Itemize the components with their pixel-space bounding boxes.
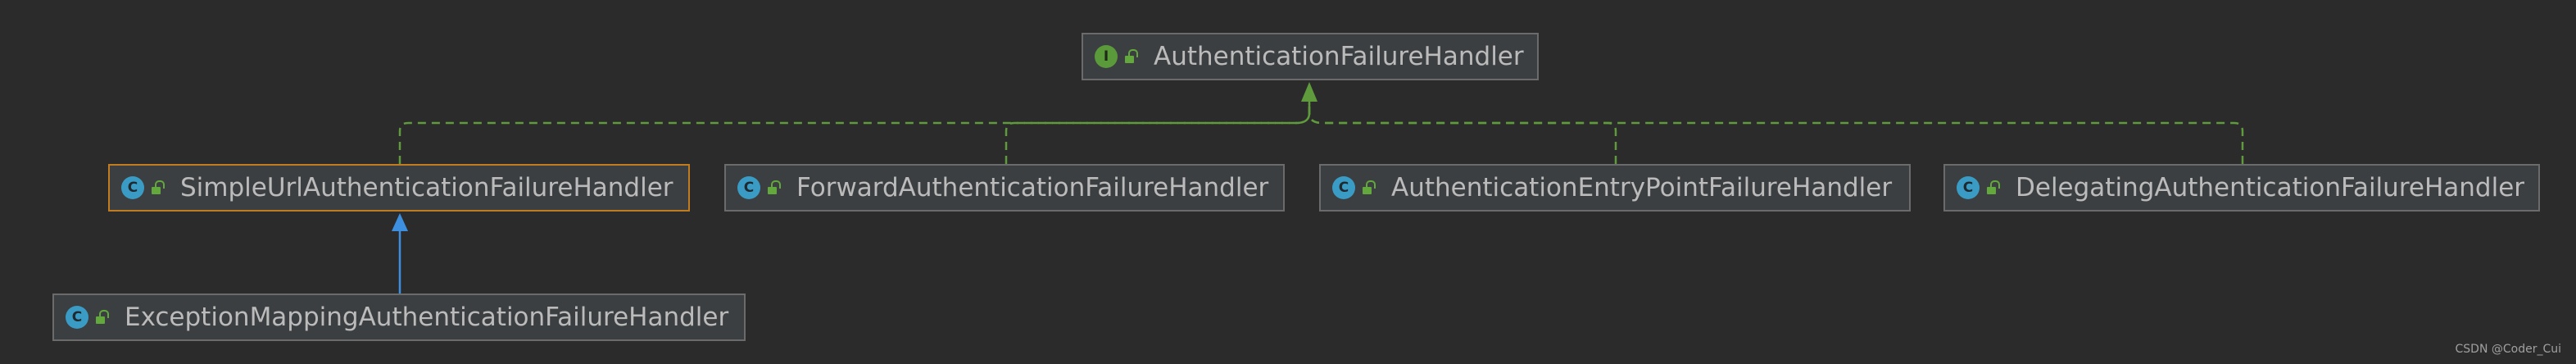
public-access-icon <box>1986 180 2000 196</box>
implements-arrowhead <box>1301 82 1317 102</box>
node-delegating-authentication-failure-handler[interactable]: C DelegatingAuthenticationFailureHandler <box>1943 164 2540 212</box>
extends-arrowhead <box>392 213 408 231</box>
node-label: AuthenticationFailureHandler <box>1154 42 1524 71</box>
edge-simple-url-to-root <box>398 94 1311 164</box>
node-simple-url-authentication-failure-handler[interactable]: C SimpleUrlAuthenticationFailureHandler <box>108 164 690 212</box>
edge-delegating-to-root <box>1308 94 2244 164</box>
node-authentication-entry-point-failure-handler[interactable]: C AuthenticationEntryPointFailureHandler <box>1319 164 1911 212</box>
node-label: DelegatingAuthenticationFailureHandler <box>2016 173 2525 202</box>
node-label: SimpleUrlAuthenticationFailureHandler <box>180 173 673 202</box>
public-access-icon <box>151 180 165 196</box>
public-access-icon <box>767 180 781 196</box>
edge-entry-point-to-root <box>1308 94 1617 164</box>
class-icon: C <box>121 176 144 199</box>
class-icon: C <box>66 306 88 329</box>
node-label: ForwardAuthenticationFailureHandler <box>796 173 1269 202</box>
public-access-icon <box>1362 180 1376 196</box>
node-label: AuthenticationEntryPointFailureHandler <box>1391 173 1893 202</box>
public-access-icon <box>1124 48 1138 65</box>
public-access-icon <box>95 309 109 325</box>
class-icon: C <box>1332 176 1355 199</box>
node-authentication-failure-handler[interactable]: I AuthenticationFailureHandler <box>1082 33 1539 80</box>
interface-icon: I <box>1095 45 1118 68</box>
edge-forward-to-root <box>1005 94 1311 164</box>
node-label: ExceptionMappingAuthenticationFailureHan… <box>125 303 729 332</box>
class-icon: C <box>1957 176 1980 199</box>
watermark: CSDN @Coder_Cui <box>2455 343 2562 356</box>
node-exception-mapping-authentication-failure-handler[interactable]: C ExceptionMappingAuthenticationFailureH… <box>52 293 746 341</box>
node-forward-authentication-failure-handler[interactable]: C ForwardAuthenticationFailureHandler <box>724 164 1285 212</box>
class-icon: C <box>737 176 760 199</box>
